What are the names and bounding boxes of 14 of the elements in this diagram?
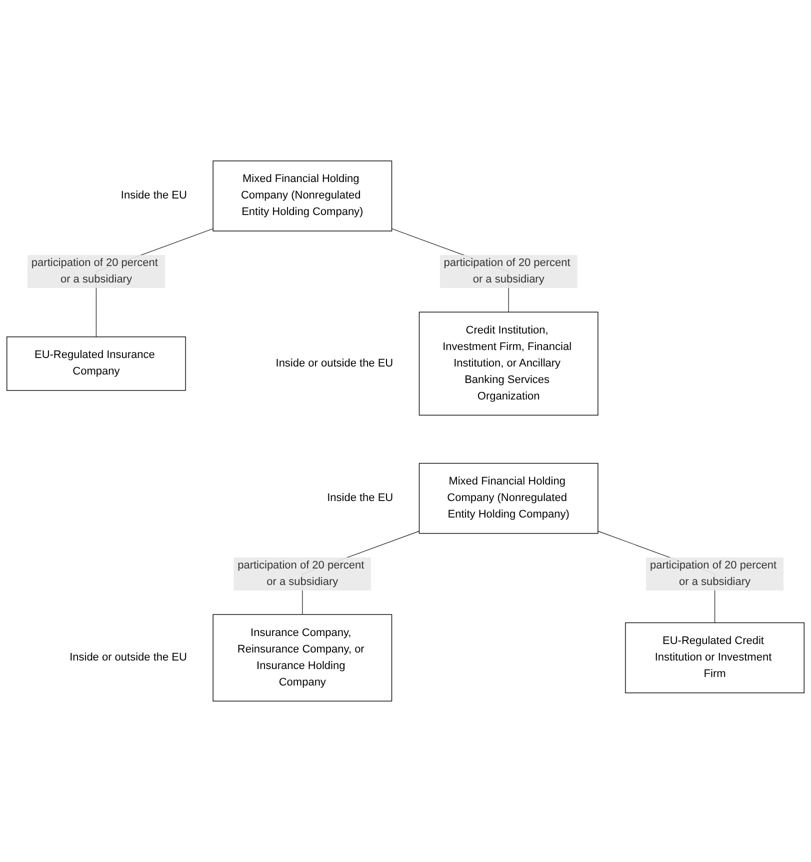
node-label: Inside or outside the EU <box>70 652 187 664</box>
node-box: Insurance Company, Reinsurance Company, or Insurance Holding Company <box>212 614 392 702</box>
node-box: EU-Regulated Credit Institution or Investment Firm <box>625 622 804 694</box>
node-label: Inside or outside the EU <box>276 357 394 370</box>
edge-label: participation of 20 percent or a subsidiary <box>238 560 364 588</box>
node-box: Credit Institution, Investment Firm, Financial Institution, or Ancillary Banking Services Organization <box>418 312 598 416</box>
node-box: Mixed Financial Holding Company (Nonregulated Entity Holding Company) <box>418 462 598 534</box>
node-box: EU-Regulated Insurance Company <box>6 336 186 391</box>
edge-label: participation of 20 percent or a subsidiary <box>650 560 777 588</box>
node-label: Inside the EU <box>327 492 394 504</box>
edge-label: participation of 20 percent or a subsidiary <box>444 257 570 286</box>
edge-label: participation of 20 percent or a subsidiary <box>31 257 158 286</box>
node-label: Inside the EU <box>120 190 187 202</box>
node-box: Mixed Financial Holding Company (Nonregulated Entity Holding Company) <box>212 160 392 232</box>
